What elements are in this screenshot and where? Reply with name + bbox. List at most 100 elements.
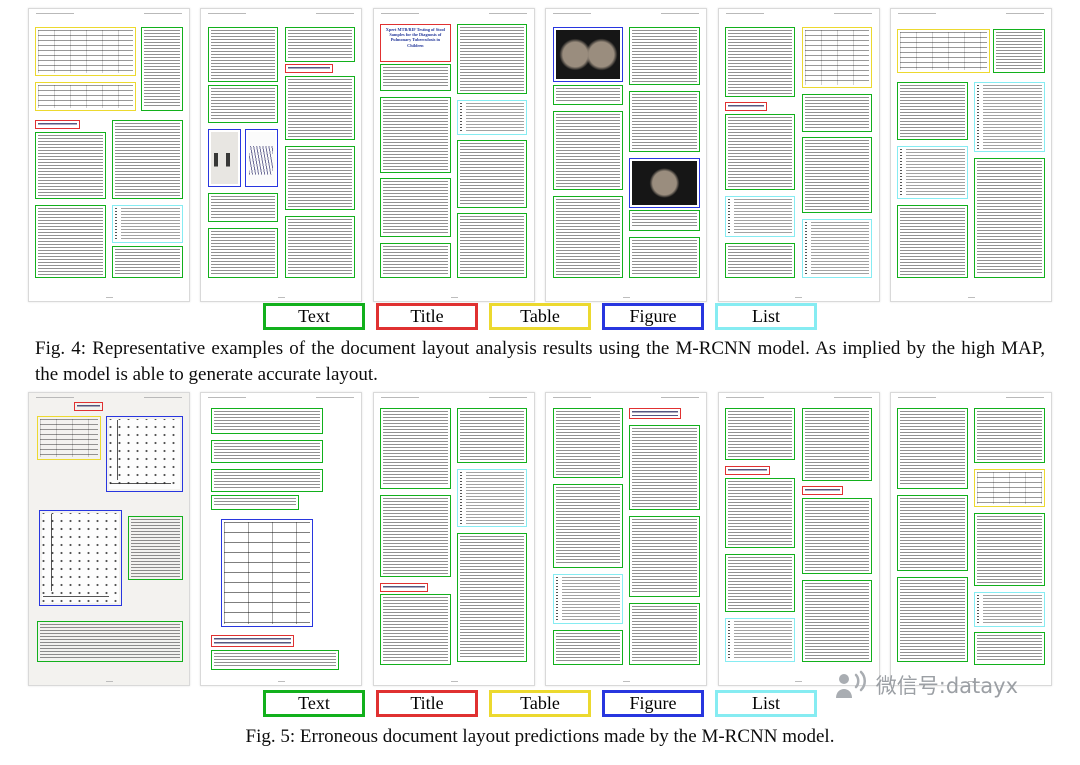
legend-item-title: Title	[376, 690, 478, 717]
page-header-rule	[380, 397, 527, 398]
region-text	[141, 26, 183, 112]
region-title	[801, 486, 844, 496]
region-text	[35, 204, 106, 278]
legend-item-text: Text	[263, 303, 365, 330]
region-text	[128, 515, 183, 580]
region-list	[552, 574, 623, 624]
region-title	[724, 102, 767, 112]
fig5-thumbnails-row	[28, 392, 1052, 686]
region-list	[724, 617, 796, 662]
region-table	[974, 468, 1045, 507]
page-header-rule	[725, 13, 872, 14]
page-header-rule	[725, 397, 872, 398]
document-page-thumbnail	[545, 8, 708, 302]
region-text	[801, 407, 873, 481]
region-text	[112, 119, 183, 199]
legend-item-list: List	[715, 303, 817, 330]
region-text	[380, 495, 451, 577]
region-text	[380, 178, 451, 237]
region-text	[801, 93, 873, 132]
legend-item-table: Table	[489, 303, 591, 330]
document-page-thumbnail	[889, 392, 1052, 686]
page-header-rule	[36, 397, 182, 398]
region-text	[801, 579, 873, 662]
wechat-icon	[832, 668, 868, 702]
region-figure-dark	[552, 26, 623, 82]
region-list	[897, 146, 968, 199]
region-text	[456, 23, 528, 94]
document-page-thumbnail	[372, 392, 535, 686]
region-text	[629, 515, 700, 598]
region-text	[207, 84, 279, 123]
region-title	[35, 119, 81, 129]
region-figure-wave	[244, 128, 279, 188]
page-header-rule	[380, 13, 527, 14]
fig5-caption: Fig. 5: Erroneous document layout predic…	[245, 726, 835, 747]
region-text	[974, 157, 1045, 278]
region-title	[380, 582, 429, 592]
region-text	[207, 26, 279, 82]
page-number-mark	[105, 681, 113, 682]
region-title	[724, 466, 770, 475]
region-table	[35, 26, 137, 77]
page-header-rule	[897, 13, 1044, 14]
region-text	[207, 228, 279, 278]
fig4-thumbnails-row: Xpert MTB/RIF Testing of Stool Samples f…	[28, 8, 1052, 302]
region-text	[284, 146, 355, 211]
watermark: 微信号:datayx	[832, 668, 1018, 702]
document-page-thumbnail	[545, 392, 708, 686]
region-text	[801, 137, 873, 214]
region-text	[724, 26, 796, 97]
document-page-thumbnail	[889, 8, 1052, 302]
region-list	[974, 82, 1045, 153]
region-text	[210, 649, 339, 671]
region-table	[897, 29, 991, 74]
region-text	[380, 242, 451, 278]
region-text	[629, 90, 700, 153]
region-text	[210, 468, 323, 493]
region-text	[37, 620, 183, 662]
region-text	[552, 111, 623, 191]
region-text	[724, 407, 796, 461]
region-text	[974, 512, 1045, 586]
page-number-mark	[622, 681, 630, 682]
region-text	[380, 594, 451, 665]
region-text	[897, 82, 968, 141]
region-text	[974, 632, 1045, 665]
page-header-rule	[208, 13, 355, 14]
region-text	[724, 477, 796, 548]
region-title	[629, 407, 681, 420]
region-text	[456, 407, 528, 464]
region-text	[552, 629, 623, 665]
page-number-mark	[278, 297, 286, 298]
region-text	[629, 236, 700, 278]
region-text	[724, 553, 796, 612]
page-header-rule	[553, 13, 700, 14]
region-text	[456, 533, 528, 662]
document-page-thumbnail	[717, 8, 880, 302]
region-title	[284, 64, 333, 74]
fig4-caption: Fig. 4: Representative examples of the d…	[35, 338, 1045, 385]
region-text	[552, 483, 623, 569]
page-number-mark	[450, 297, 458, 298]
region-text	[724, 242, 796, 278]
region-text	[207, 192, 279, 223]
page-header-rule	[897, 397, 1044, 398]
document-page-thumbnail	[200, 392, 363, 686]
legend-item-figure: Figure	[602, 303, 704, 330]
document-page-thumbnail	[28, 8, 190, 302]
region-figure-gel	[207, 128, 242, 188]
region-text	[210, 439, 323, 464]
region-list	[801, 219, 873, 278]
page-header-rule	[208, 397, 355, 398]
region-text	[629, 26, 700, 85]
region-text	[897, 495, 968, 572]
region-list	[456, 468, 528, 528]
region-list	[112, 204, 183, 243]
region-text	[284, 216, 355, 278]
region-figure-flow	[220, 518, 314, 627]
document-page-thumbnail: Xpert MTB/RIF Testing of Stool Samples f…	[372, 8, 535, 302]
page-number-mark	[622, 297, 630, 298]
region-text	[629, 425, 700, 510]
